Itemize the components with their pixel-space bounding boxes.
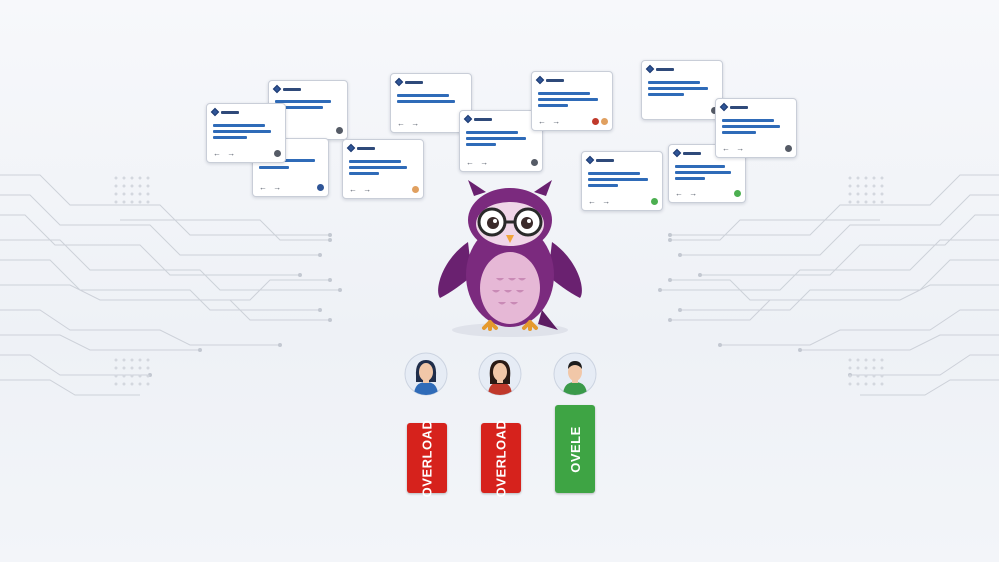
diamond-icon: [210, 107, 220, 117]
card-nav-arrows[interactable]: ← →: [538, 117, 563, 126]
load-bar: OVELE: [555, 405, 595, 493]
ticket-card[interactable]: ← →: [390, 73, 472, 133]
load-bar: OVERLOAD: [407, 419, 447, 497]
card-nav-arrows[interactable]: ← →: [588, 197, 613, 206]
card-nav-arrows[interactable]: ← →: [397, 119, 422, 128]
status-dot: [274, 150, 281, 157]
user-avatar: [404, 352, 448, 396]
user-avatar: [553, 352, 597, 396]
ticket-card[interactable]: [641, 60, 723, 120]
status-dot: [734, 190, 741, 197]
ticket-card[interactable]: ← →: [459, 110, 543, 172]
diamond-icon: [719, 102, 729, 112]
status-dot: [317, 184, 324, 191]
user-avatar: [478, 352, 522, 396]
status-dot: [711, 107, 718, 114]
diamond-icon: [535, 75, 545, 85]
card-nav-arrows[interactable]: ← →: [349, 185, 374, 194]
status-dot: [601, 118, 608, 125]
status-dot: [531, 159, 538, 166]
diamond-icon: [585, 155, 595, 165]
card-nav-arrows[interactable]: ← →: [675, 189, 700, 198]
status-dot: [785, 145, 792, 152]
load-bar: OVERLOAD: [481, 419, 521, 497]
status-dot: [336, 127, 343, 134]
load-bar-label: OVERLOAD: [493, 419, 509, 497]
ticket-card[interactable]: ← →: [715, 98, 797, 158]
diamond-icon: [346, 143, 356, 153]
status-dot: [592, 118, 599, 125]
status-dot: [412, 186, 419, 193]
card-nav-arrows[interactable]: ← →: [259, 183, 284, 192]
card-nav-arrows[interactable]: ← →: [466, 158, 491, 167]
diamond-icon: [272, 84, 282, 94]
diamond-icon: [645, 64, 655, 74]
status-dot: [651, 198, 658, 205]
diamond-icon: [463, 114, 473, 124]
ticket-card[interactable]: ← →: [206, 103, 286, 163]
ticket-card[interactable]: ← →: [342, 139, 424, 199]
load-bar-label: OVERLOAD: [419, 419, 435, 497]
owl-mascot: [438, 180, 582, 337]
diamond-icon: [672, 148, 682, 158]
card-nav-arrows[interactable]: ← →: [213, 149, 238, 158]
ticket-card[interactable]: ← →: [581, 151, 663, 211]
diamond-icon: [394, 77, 404, 87]
ticket-card[interactable]: ← →: [531, 71, 613, 131]
load-bar-label: OVELE: [567, 425, 583, 473]
card-nav-arrows[interactable]: ← →: [722, 144, 747, 153]
